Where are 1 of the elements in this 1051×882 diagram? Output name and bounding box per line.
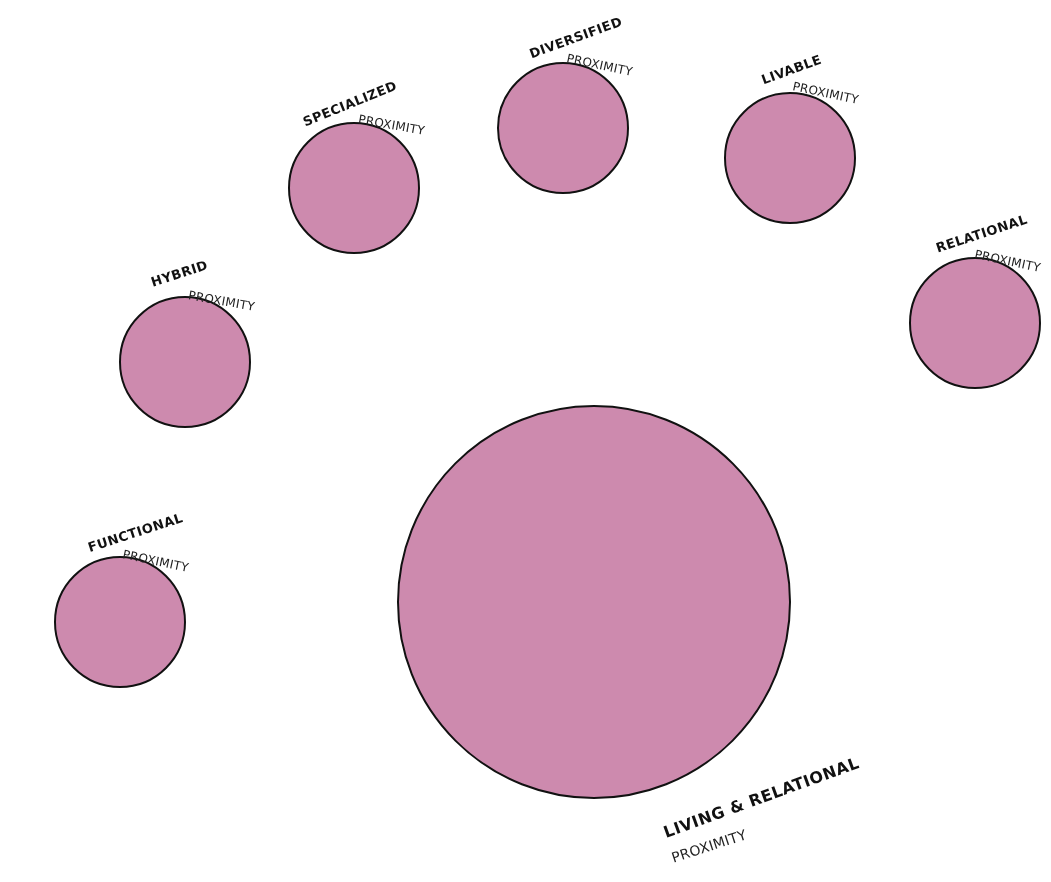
subheading-label: PROXIMITY <box>187 288 256 314</box>
